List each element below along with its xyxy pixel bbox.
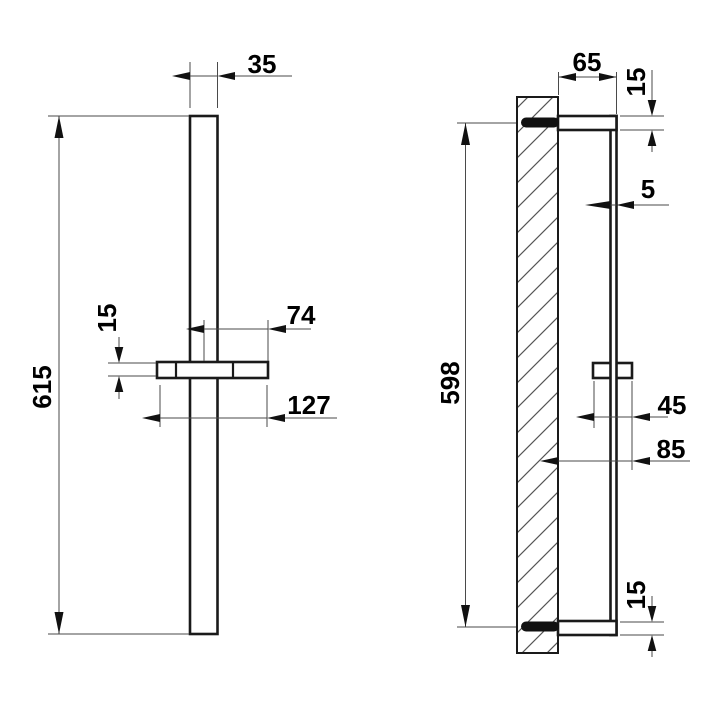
dim-598-label: 598 [435, 361, 465, 404]
arrow-up-icon [54, 116, 64, 138]
dim-front-slider-length: 127 [142, 385, 337, 427]
dim-15BR-label: 15 [621, 581, 651, 610]
dim-65-label: 65 [573, 47, 602, 77]
dim-35-lines [189, 62, 292, 108]
dim-45-lines [593, 381, 668, 470]
arrow-down-icon [461, 605, 470, 627]
arrow-left-icon [632, 413, 650, 421]
front-slider-divider-lines [174, 362, 235, 378]
dim-615-lines [48, 115, 189, 635]
arrow-up-icon [114, 376, 124, 392]
arrow-down-icon [54, 612, 64, 634]
front-view: 615 35 74 15 127 [27, 49, 337, 636]
front-slider-crossbar [155, 360, 270, 380]
dim-127-lines [159, 385, 337, 427]
bottom-bracket [556, 619, 618, 637]
arrow-left-icon [267, 414, 285, 422]
dim-side-bracket-length: 65 [558, 47, 617, 114]
arrow-left-icon [268, 325, 286, 333]
dim-35-label: 35 [248, 49, 277, 79]
arrow-left-icon [186, 325, 204, 333]
arrow-down-icon [647, 606, 657, 622]
arrow-left-icon [616, 201, 634, 209]
dim-615-label: 615 [27, 365, 57, 408]
dim-front-slider-offset: 74 [186, 300, 316, 361]
arrow-up-icon [647, 635, 657, 651]
dim-15TR-lines [620, 70, 664, 152]
arrow-left-icon [142, 414, 160, 422]
arrow-left-icon [540, 457, 559, 465]
side-view: 598 65 15 5 45 [435, 47, 690, 657]
dim-45-label: 45 [658, 390, 687, 420]
dim-85-label: 85 [657, 434, 686, 464]
side-rail [609, 114, 618, 637]
top-bracket [556, 114, 618, 132]
arrow-left-icon [217, 72, 235, 80]
dim-side-rail-depth: 5 [585, 174, 669, 209]
dim-74-label: 74 [287, 300, 316, 330]
dim-front-slider-thickness: 15 [92, 304, 156, 399]
arrow-left-icon [558, 73, 576, 81]
top-screw [521, 117, 559, 128]
arrow-down-icon [647, 100, 657, 116]
dim-side-knob-length: 45 [576, 381, 686, 470]
dim-15L-lines [108, 337, 156, 399]
dim-15TR-label: 15 [621, 68, 651, 97]
dim-side-bracket-bottom-thickness: 15 [620, 581, 664, 657]
arrow-right-icon [599, 73, 617, 81]
dim-127-label: 127 [287, 390, 330, 420]
arrow-up-icon [461, 123, 470, 145]
dim-front-height: 615 [27, 115, 189, 635]
wall-section [516, 96, 559, 654]
dim-15L-label: 15 [92, 304, 122, 333]
dim-5-label: 5 [641, 174, 655, 204]
arrow-up-icon [647, 130, 657, 146]
arrow-left-icon [632, 457, 650, 465]
arrow-left-icon [576, 413, 594, 421]
dim-side-mounting-span: 598 [435, 122, 516, 628]
dim-front-bar-width: 35 [172, 49, 292, 108]
dim-side-bracket-top-thickness: 15 [620, 68, 664, 152]
bottom-screw [521, 621, 559, 632]
dim-15BR-lines [620, 596, 664, 657]
dim-side-knob-wall-offset: 85 [540, 434, 690, 465]
dim-598-lines [457, 122, 516, 628]
dim-74-lines [203, 320, 311, 361]
arrow-down-icon [114, 347, 124, 363]
arrow-left-icon [585, 201, 611, 209]
arrow-left-icon [172, 72, 190, 80]
